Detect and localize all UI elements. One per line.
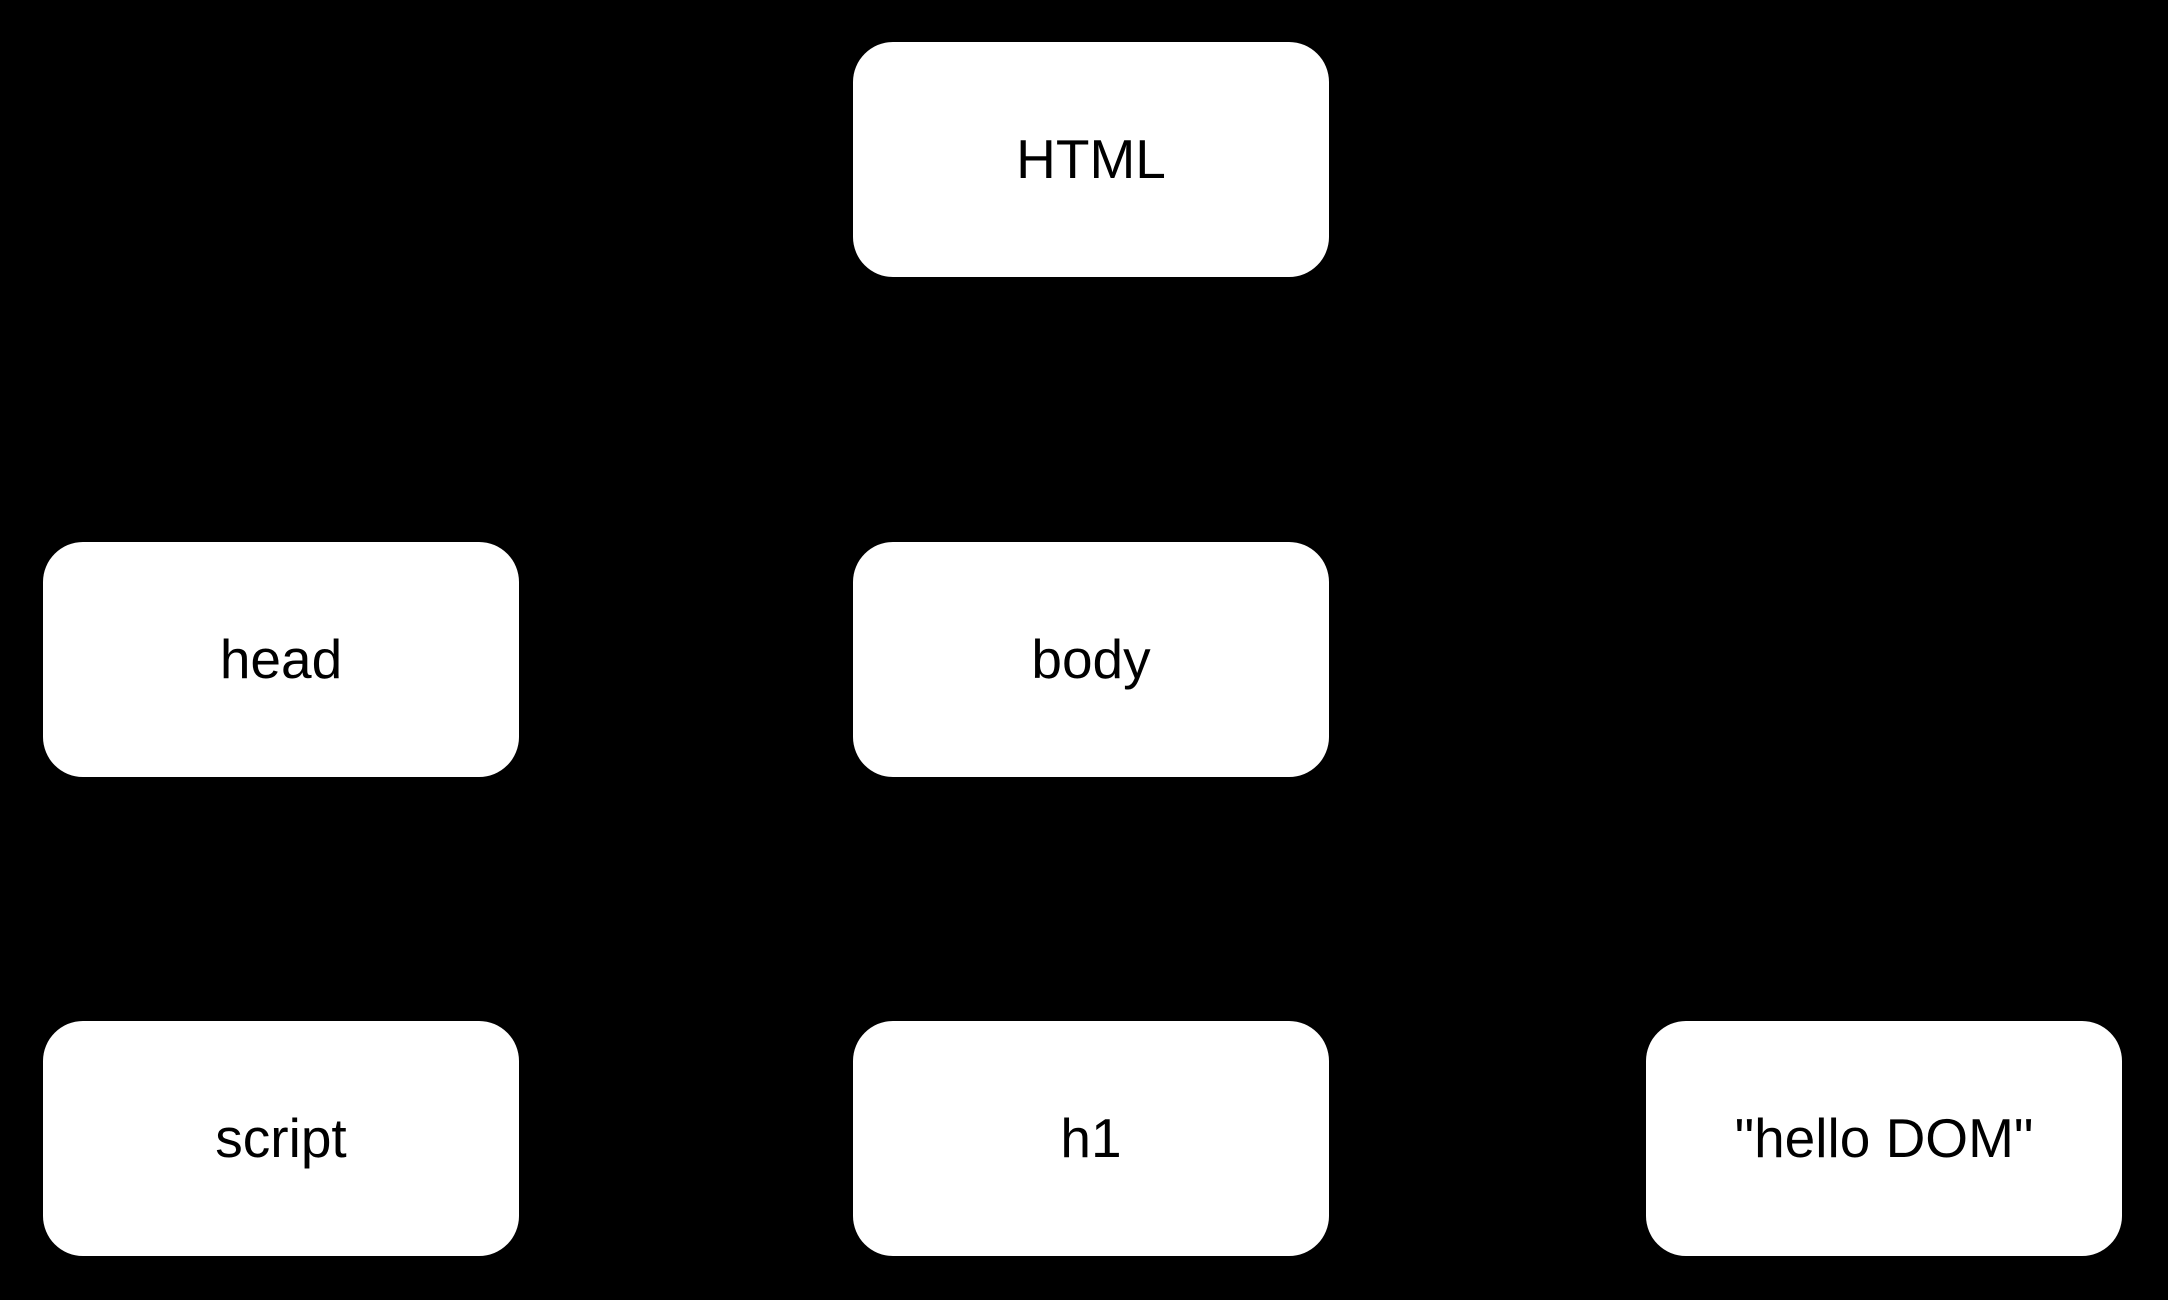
- node-html: HTML: [853, 42, 1329, 277]
- node-head-label: head: [219, 628, 343, 690]
- node-script-label: script: [215, 1107, 347, 1169]
- node-html-label: HTML: [1016, 128, 1166, 190]
- node-body-label: body: [1031, 628, 1151, 690]
- node-h1-label: h1: [1060, 1107, 1122, 1169]
- node-script: script: [43, 1021, 519, 1256]
- node-body: body: [853, 542, 1329, 777]
- node-head: head: [43, 542, 519, 777]
- node-hello-dom-text: "hello DOM": [1646, 1021, 2122, 1256]
- node-h1: h1: [853, 1021, 1329, 1256]
- node-hello-dom-label: "hello DOM": [1734, 1107, 2034, 1169]
